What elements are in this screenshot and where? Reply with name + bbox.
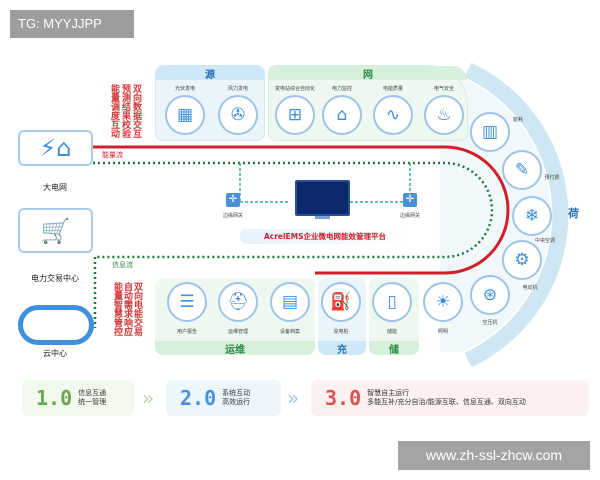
info-flow-label: 信息流 [112,261,133,269]
step-text: 统一管理 [78,398,107,406]
node-label: 变电站综合自动化 [274,86,316,92]
grid-title: 网 [269,66,467,81]
ops-title: 运维 [155,341,315,356]
note: 预测结果校验 [120,84,130,138]
step-text: 高效运行 [222,398,251,406]
step-number: 2.0 [180,386,217,410]
node-label: 能耗 [512,117,524,123]
cloud-label: 云中心 [43,349,67,358]
power-grid-icon[interactable]: ⚡⌂ [18,130,93,166]
note: 双向数据交互 [131,84,141,138]
note: 双向电能交易 [132,282,142,336]
step-number: 3.0 [325,386,362,410]
tag-banner: TG: MYYJJPP [10,10,134,38]
wind-turbine-icon[interactable]: ✇ [218,95,258,135]
step-text: 多能互补/充分自治/能源互联、信息互通、双向互动 [367,398,526,406]
node-label: 电能质量 [382,86,404,92]
node-label: 光伏发电 [174,86,196,92]
worker-icon[interactable]: ⛑ [218,282,258,322]
chevron-right-icon: » [287,386,300,410]
note: 能量智慧管控 [112,282,122,336]
watermark: www.zh-ssl-zhcw.com [398,441,590,470]
charge-title: 充 [318,341,366,356]
source-title: 源 [156,66,264,81]
load-arc-band [464,62,569,368]
trade-label: 电力交易中心 [31,274,79,283]
node-label: 风力发电 [227,86,249,92]
load-title: 荷 [568,207,579,220]
battery-icon[interactable]: ▯ [372,282,412,322]
report-icon[interactable]: ☰ [167,282,207,322]
step-3: 3.0 智慧自主运行多能互补/充分自治/能源互联、信息互通、双向互动 [311,380,589,416]
gateway-label: 边缘网关 [399,213,421,219]
node-label: 电动机 [522,285,538,291]
cloud-icon[interactable] [18,305,94,345]
gateway-icon[interactable]: ✛ [403,193,417,207]
house-power-icon[interactable]: ⌂ [322,95,362,135]
node-label: 照明 [437,329,449,335]
node-label: 运维管理 [227,329,249,335]
step-2: 2.0 系统互动高效运行 [166,380,281,416]
trade-center-icon[interactable]: 🛒 [18,208,93,253]
waveform-icon[interactable]: ∿ [373,95,413,135]
solar-panel-icon[interactable]: ▦ [165,95,205,135]
building-icon[interactable]: ▥ [470,112,510,152]
step-text: 系统互动 [222,389,251,397]
gateway-icon[interactable]: ✛ [226,193,240,207]
step-text: 信息互通 [78,389,107,397]
gateway-links [239,163,411,203]
node-label: 空压机 [482,320,498,326]
node-label: 设备档案 [279,329,301,335]
air-conditioner-icon[interactable]: ❄ [512,196,552,236]
load-arc-fill [440,78,551,352]
grid-label: 大电网 [43,183,67,192]
chevron-right-icon: » [142,386,155,410]
info-line [93,161,494,259]
archive-icon[interactable]: ▤ [270,282,310,322]
monitor-icon[interactable] [295,180,350,216]
node-label: 电气安全 [433,86,455,92]
energy-flow-label: 能量流 [102,151,123,159]
fire-icon[interactable]: ♨ [424,95,464,135]
node-label: 中央空调 [534,238,556,244]
node-label: 用户报告 [176,329,198,335]
monitor-stand [315,216,330,219]
node-label: 充电桩 [333,329,349,335]
storage-title: 储 [369,341,419,356]
compressor-icon[interactable]: ⊛ [470,275,510,315]
substation-icon[interactable]: ⊞ [275,95,315,135]
bulb-icon[interactable]: ☀ [423,282,463,322]
motor-icon[interactable]: ⚙ [502,240,542,280]
node-label: 储能 [386,329,398,335]
node-label: 预付费 [544,175,560,181]
card-icon[interactable]: ✎ [502,150,542,190]
step-number: 1.0 [36,386,73,410]
energy-line [93,145,510,275]
step-text: 智慧自主运行 [367,389,410,397]
gateway-label: 边缘网关 [222,213,244,219]
note: 自动需求响应 [122,282,132,336]
note: 能量调度互动 [109,84,119,138]
charger-icon[interactable]: ⛽ [321,282,361,322]
step-1: 1.0 信息互通统一管理 [22,380,134,416]
node-label: 电力监控 [331,86,353,92]
platform-title: AcrelEMS企业微电网能效管理平台 [240,229,410,244]
